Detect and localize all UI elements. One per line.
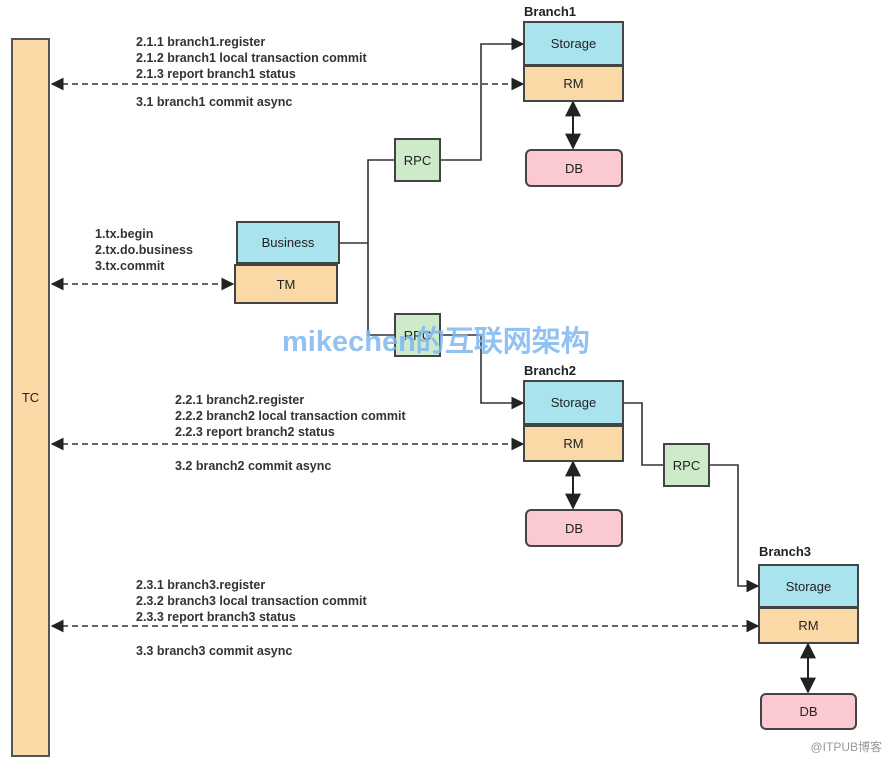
branch2-db-box: DB: [525, 509, 623, 547]
branch3-title: Branch3: [759, 544, 812, 559]
business-box: Business: [236, 221, 340, 264]
branch1-title: Branch1: [524, 4, 577, 19]
rpc1-storage1-arrow: [441, 37, 525, 161]
branch3-message: 2.3.2 branch3 local transaction commit: [136, 594, 367, 608]
branch2-storage-label: Storage: [550, 395, 597, 410]
branch3-messages: 2.3.1 branch3.register 2.3.2 branch3 loc…: [136, 577, 367, 625]
branch2-message: 2.2.1 branch2.register: [175, 393, 305, 407]
branch2-async-message: 3.2 branch2 commit async: [175, 459, 332, 473]
tx-message: 2.tx.do.business: [95, 243, 193, 257]
connector-to-rpc1: [367, 159, 394, 243]
branch2-db-label: DB: [564, 520, 584, 536]
branch3-message: 2.3.3 report branch3 status: [136, 610, 296, 624]
tm-label: TM: [276, 276, 296, 292]
rpc2-storage2-arrow: [441, 334, 525, 410]
branch2-message: 2.2.2 branch2 local transaction commit: [175, 409, 406, 423]
rpc1-label: RPC: [403, 152, 432, 168]
rpc2-box: RPC: [394, 313, 441, 357]
branch3-rm-label: RM: [798, 618, 819, 633]
rpc3-box: RPC: [663, 443, 710, 487]
branch2-title: Branch2: [524, 363, 577, 378]
branch1-storage-box: Storage: [523, 21, 624, 66]
branch2-rm-box: RM: [523, 425, 624, 462]
branch3-db-box: DB: [760, 693, 857, 730]
storage2-rpc3-connector: [624, 402, 663, 466]
branch1-db-box: DB: [525, 149, 623, 187]
connector-to-rpc2: [367, 243, 394, 336]
branch2-message: 2.2.3 report branch2 status: [175, 425, 335, 439]
branch1-messages: 2.1.1 branch1.register 2.1.2 branch1 loc…: [136, 34, 367, 82]
tc-box: TC: [11, 38, 50, 757]
branch1-storage-label: Storage: [550, 36, 597, 51]
tx-message: 3.tx.commit: [95, 259, 165, 273]
branch2-rm-label: RM: [563, 436, 584, 451]
branch1-message: 2.1.3 report branch1 status: [136, 67, 296, 81]
credit-text: @ITPUB博客: [810, 740, 882, 754]
branch1-async-message: 3.1 branch1 commit async: [136, 95, 293, 109]
tx-messages: 1.tx.begin 2.tx.do.business 3.tx.commit: [95, 226, 193, 274]
branch1-message: 2.1.1 branch1.register: [136, 35, 266, 49]
branch3-db-label: DB: [799, 704, 818, 719]
tm-box: TM: [234, 264, 338, 304]
business-label: Business: [261, 235, 315, 250]
branch3-message: 2.3.1 branch3.register: [136, 578, 266, 592]
rpc3-storage3-arrow: [710, 464, 760, 593]
tx-message: 1.tx.begin: [95, 227, 154, 241]
branch1-rm-label: RM: [563, 76, 584, 91]
branch2-storage-box: Storage: [523, 380, 624, 425]
rpc3-label: RPC: [672, 457, 701, 473]
branch3-rm-box: RM: [758, 607, 859, 644]
watermark: mikechen的互联网架构: [282, 326, 590, 358]
tc-label: TC: [21, 390, 40, 405]
rpc1-box: RPC: [394, 138, 441, 182]
branch2-messages: 2.2.1 branch2.register 2.2.2 branch2 loc…: [175, 392, 406, 440]
branch3-async-message: 3.3 branch3 commit async: [136, 644, 293, 658]
rpc2-label: RPC: [403, 327, 432, 343]
branch3-storage-label: Storage: [785, 578, 832, 594]
branch1-message: 2.1.2 branch1 local transaction commit: [136, 51, 367, 65]
branch1-rm-box: RM: [523, 65, 624, 102]
branch3-storage-box: Storage: [758, 564, 859, 608]
branch1-db-label: DB: [564, 160, 584, 176]
